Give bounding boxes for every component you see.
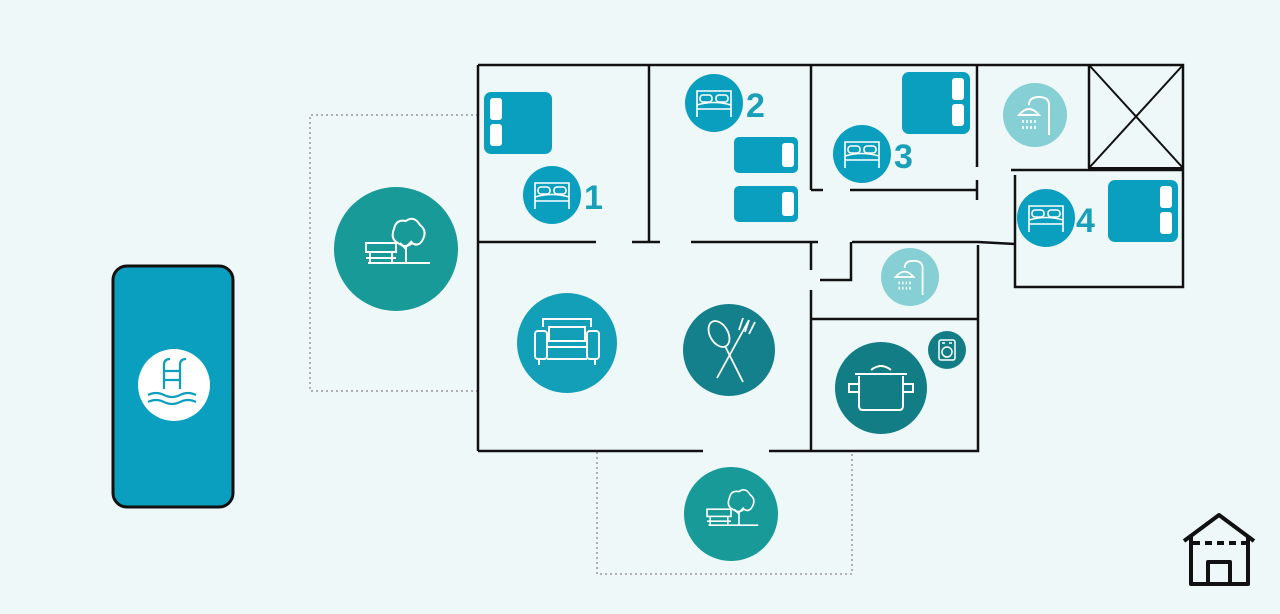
pool-ladder-icon (138, 349, 210, 421)
house-walls (476, 63, 1185, 453)
double-bed-icon (1017, 189, 1075, 247)
terrace-outline-left (309, 114, 478, 392)
single-bed-icon (734, 186, 798, 222)
double-bed-icon (523, 166, 581, 224)
bedroom-number-2: 2 (746, 87, 765, 125)
bedroom-number-3: 3 (894, 138, 913, 176)
garden-bench-tree-icon (684, 467, 778, 561)
terrace-outline-bottom (596, 452, 853, 575)
single-bed-icon (734, 137, 798, 173)
double-bed-icon (685, 74, 743, 132)
armchair-icon (517, 293, 617, 393)
single-bed-icon (484, 92, 552, 154)
bedroom-number-1: 1 (584, 179, 603, 217)
shower-icon (881, 248, 939, 306)
cooking-pot-icon (835, 342, 927, 434)
shower-icon (1003, 83, 1067, 147)
stairwell-cross-icon (1088, 64, 1184, 169)
bedroom-number-4: 4 (1076, 202, 1095, 240)
house-icon (1182, 513, 1256, 586)
double-bed-icon (833, 125, 891, 183)
spoon-fork-icon (683, 304, 775, 396)
single-bed-icon (902, 72, 970, 134)
single-bed-icon (1108, 180, 1178, 242)
washing-machine-icon (928, 331, 966, 369)
garden-bench-tree-icon (334, 187, 458, 311)
